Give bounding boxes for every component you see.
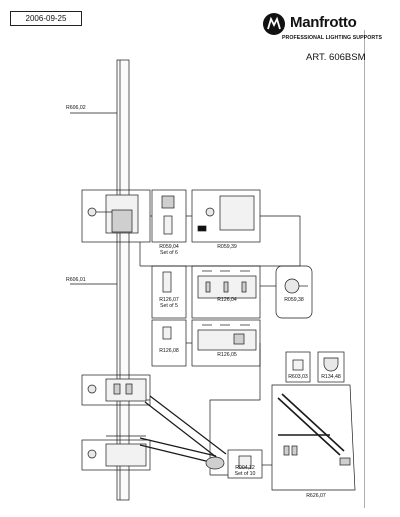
bottom-clamp-box [81,439,151,471]
label-lever-knob: R059,38 [284,297,304,303]
label-screw-set: R004,12 [235,465,255,471]
brand-block: Manfrotto PROFESSIONAL LIGHTING SUPPORTS [262,12,390,52]
plug-square-box [285,351,311,383]
label-clamp-head-lower: R126,05 [217,352,237,358]
label-pin-set: R126,07 [159,297,179,303]
label-knob-set-qty: Set of 6 [160,250,178,256]
brand-name: Manfrotto [290,14,357,31]
label-arm-assembly: R626,07 [306,493,326,499]
screw-set-box [227,449,263,479]
label-upper-column: R606,02 [66,105,86,111]
label-knob-set: R059,04 [159,244,179,250]
label-cap-round: R134,48 [321,374,341,380]
parts-drawing [70,30,365,508]
brand-tagline: PROFESSIONAL LIGHTING SUPPORTS [282,35,383,41]
label-pin-set-qty: Set of 5 [160,303,178,309]
arm-assembly-box [271,384,356,491]
column-tube [116,59,130,501]
cap-round-box [317,351,345,383]
label-plug-square: R603,03 [288,374,308,380]
label-clamp-block-top: R059,39 [217,244,237,250]
lever-knob-box [275,265,313,319]
label-lower-column: R606,01 [66,277,86,283]
middle-clamp-box [81,374,151,406]
label-screw-set-qty: Set of 10 [234,471,256,477]
date-stamp: 2006-09-25 [10,11,82,26]
label-cap-small: R126,08 [159,348,179,354]
manfrotto-logo-icon [263,13,285,35]
article-number: ART. 606BSM [306,52,366,63]
label-clamp-head-upper: R126,04 [217,297,237,303]
clamp-head-upper-box [191,265,261,319]
pin-set-box [151,265,187,319]
